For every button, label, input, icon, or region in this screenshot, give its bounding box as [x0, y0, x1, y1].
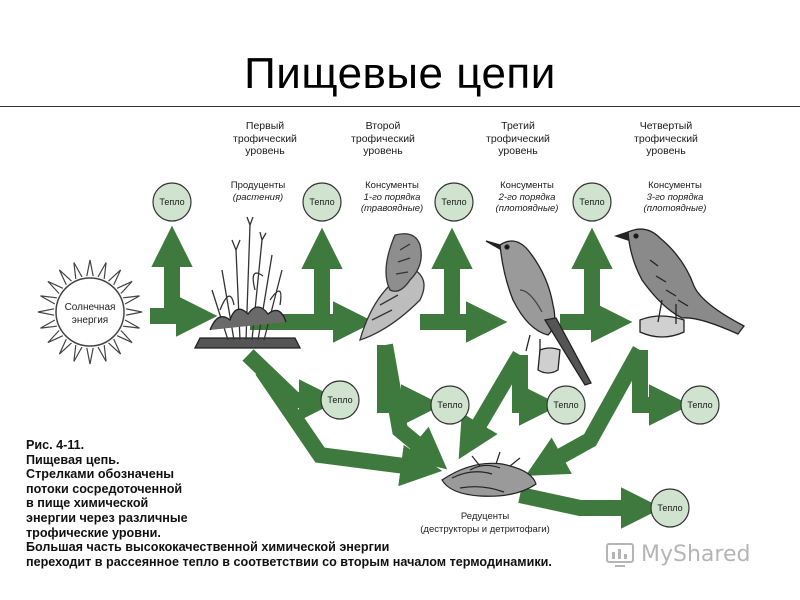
arrow-herbivores-to-reducers — [377, 343, 448, 470]
heat-circles: Тепло Тепло Тепло Тепло Тепло Тепло Тепл… — [152, 182, 720, 528]
reducers-subtitle: (деструкторы и детритофаги) — [420, 524, 550, 535]
grasshopper-icon — [359, 233, 425, 342]
bird-icon — [485, 240, 592, 386]
watermark: MyShared — [605, 538, 750, 570]
heat-label: Тепло — [437, 400, 462, 410]
arrow-carnivores1-to-reducers — [458, 350, 527, 460]
decomposer-icon — [441, 451, 537, 497]
heat-circle: Тепло — [680, 385, 720, 425]
arrow-producers-to-reducers — [255, 365, 443, 487]
producers-label: Продуценты(растения) — [230, 180, 286, 203]
title-divider — [0, 106, 800, 107]
arrow-carnivores2-to-reducers — [525, 346, 647, 476]
caption-line: Стрелками обозначены — [26, 467, 175, 482]
heat-circle: Тепло — [430, 385, 470, 425]
arrow-carnivores2-detritus-heat — [632, 350, 691, 426]
page-title: Пищевые цепи — [244, 49, 556, 98]
caption-line: потоки сосредоточенной — [26, 481, 183, 496]
heat-label: Тепло — [327, 395, 352, 405]
sun-label-line1: Солнечная — [65, 302, 116, 313]
heat-circle: Тепло — [320, 380, 360, 420]
heat-label: Тепло — [441, 197, 466, 207]
figure-caption: Рис. 4-11. Пищевая цепь. Стрелками обозн… — [26, 438, 726, 569]
arrow-carnivores1-detritus-heat — [512, 355, 561, 426]
caption-line: Большая часть высококачественной химичес… — [26, 540, 390, 555]
caption-line: Рис. 4-11. — [26, 438, 85, 452]
heat-label: Тепло — [309, 197, 334, 207]
caption-line: энергии через различные — [26, 510, 188, 525]
heat-circle: Тепло — [546, 385, 586, 425]
plants-icon — [193, 216, 302, 349]
caption-line: Пищевая цепь. — [26, 452, 120, 467]
heat-circle: Тепло — [572, 182, 612, 222]
reducers-label: Редуценты (деструкторы и детритофаги) — [400, 510, 570, 536]
caption-line: в пище химической — [26, 496, 149, 511]
reducers-title: Редуценты — [460, 511, 510, 522]
heat-circle: Тепло — [302, 182, 342, 222]
heat-label: Тепло — [159, 197, 184, 207]
energy-arrows — [150, 225, 691, 529]
heat-label: Тепло — [553, 400, 578, 410]
heat-circle: Тепло — [434, 182, 474, 222]
sun-label-line2: энергия — [72, 315, 108, 326]
arrow-reducers-heat — [518, 487, 663, 529]
heat-circle: Тепло — [650, 488, 690, 528]
heat-label: Тепло — [657, 503, 682, 513]
sun-rays — [37, 259, 143, 365]
sun-icon: Солнечная энергия — [37, 259, 143, 365]
heat-label: Тепло — [579, 197, 604, 207]
watermark-text: MyShared — [641, 541, 751, 567]
caption-line: трофические уровни. — [26, 525, 161, 540]
watermark-logo-icon — [606, 543, 634, 567]
caption-line: переходит в рассеянное тепло в соответст… — [26, 554, 552, 569]
heat-label: Тепло — [687, 400, 712, 410]
heat-circle: Тепло — [152, 182, 192, 222]
hawk-icon — [613, 228, 745, 338]
